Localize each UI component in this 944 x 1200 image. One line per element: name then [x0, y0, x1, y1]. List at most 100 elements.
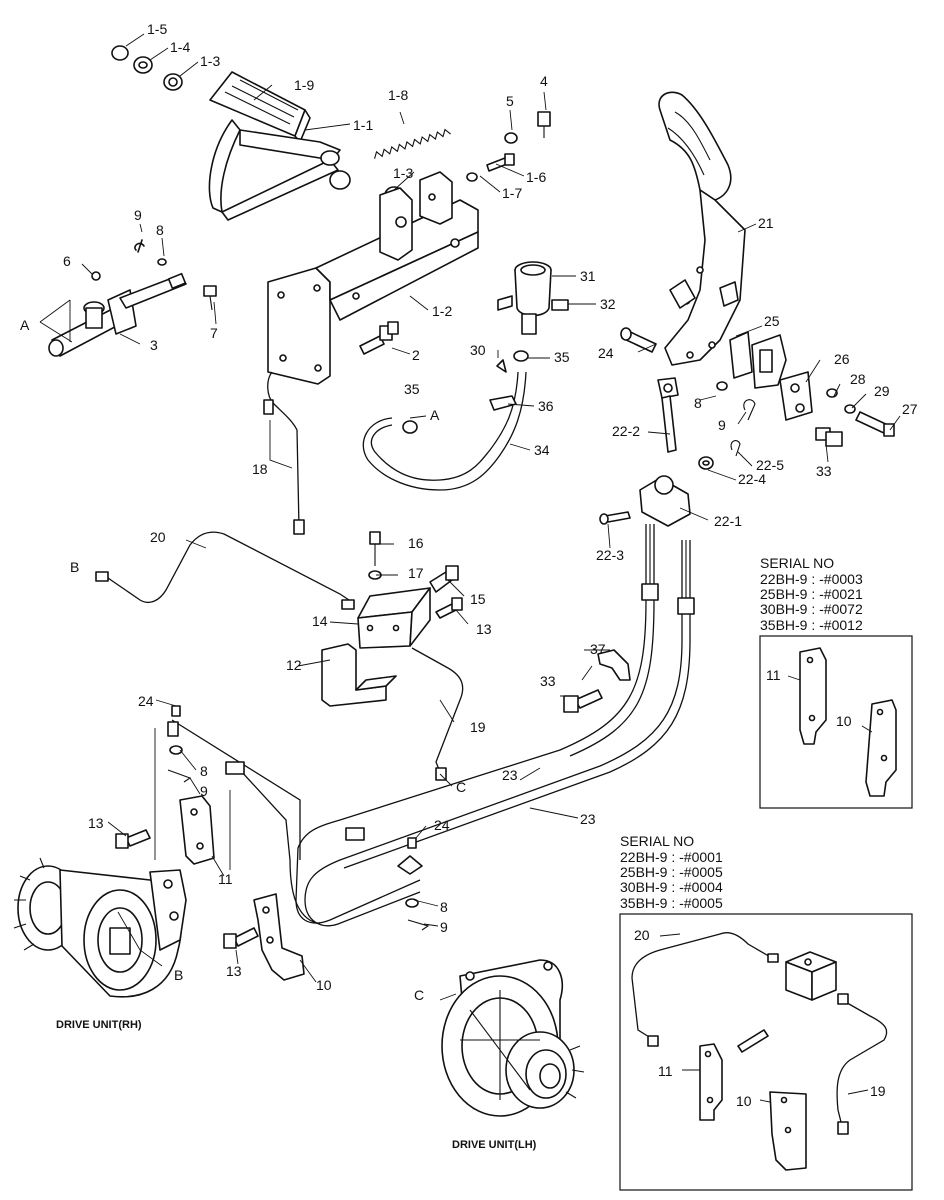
- label-13b: 13: [88, 815, 104, 831]
- caption-drive-lh: DRIVE UNIT(LH): [452, 1139, 537, 1151]
- bracket-10a: [253, 893, 305, 981]
- clamp-36: [489, 395, 517, 411]
- washer-8b: [716, 381, 728, 391]
- cable-fitting-b: [677, 597, 695, 615]
- label-7: 7: [210, 325, 218, 341]
- cable-end-rh: [225, 761, 245, 775]
- serial-line-b2: 25BH-9 : -#0005: [620, 864, 723, 880]
- label-1-4: 1-4: [170, 39, 190, 55]
- label-21: 21: [758, 215, 774, 231]
- label-1-3a: 1-3: [200, 53, 220, 69]
- serial-text-b: SERIAL NO 22BH-9 : -#0001 25BH-9 : -#000…: [620, 833, 723, 911]
- label-35a: 35: [554, 349, 570, 365]
- bolt-33b: [574, 689, 603, 709]
- label-24a: 24: [598, 345, 614, 361]
- cable-fitting-a: [641, 583, 659, 601]
- label-13a: 13: [476, 621, 492, 637]
- label-22-2: 22-2: [612, 423, 640, 439]
- label-26: 26: [834, 351, 850, 367]
- clamp-35a: [513, 350, 529, 362]
- bolt-13c: [233, 927, 259, 947]
- inset-bracket-10: [865, 699, 897, 797]
- label-B1: B: [70, 559, 79, 575]
- bolt-2: [359, 335, 385, 355]
- bolt-13b: [125, 829, 151, 847]
- fitting-18a: [263, 399, 274, 415]
- inset-serial-b: [619, 913, 913, 1191]
- pin-9b: [743, 399, 756, 421]
- label-33a: 33: [816, 463, 832, 479]
- cable-to-rh: [171, 719, 301, 860]
- drive-unit-lh: [441, 959, 585, 1117]
- brake-lines: [95, 371, 464, 781]
- caption-drive-rh: DRIVE UNIT(RH): [56, 1019, 142, 1031]
- label-28: 28: [850, 371, 866, 387]
- drive-unit-rh: [13, 857, 187, 998]
- label-9d: 9: [440, 919, 448, 935]
- pin-9d: [407, 919, 430, 931]
- label-A2: A: [430, 407, 440, 423]
- label-29: 29: [874, 383, 890, 399]
- label-33b: 33: [540, 673, 556, 689]
- label-10c: 10: [736, 1093, 752, 1109]
- pin-9c: [167, 769, 192, 783]
- bracket-37: [597, 649, 631, 681]
- label-14: 14: [312, 613, 328, 629]
- bolt-24c: [407, 837, 417, 849]
- serial-line-b3: 30BH-9 : -#0004: [620, 879, 723, 895]
- inset-bracket-11: [799, 647, 827, 745]
- bolt-24b: [171, 705, 181, 717]
- inset-tube-20: [631, 932, 773, 1041]
- nut-1-7: [466, 172, 478, 182]
- label-24b: 24: [138, 693, 154, 709]
- pin-22-3: [604, 511, 631, 523]
- label-11b: 11: [766, 667, 781, 683]
- serial-line-b1: 22BH-9 : -#0001: [620, 849, 723, 865]
- label-1-3b: 1-3: [393, 165, 413, 181]
- washer-8c: [169, 745, 183, 755]
- label-1-2: 1-2: [432, 303, 452, 319]
- cable-end-lh: [345, 827, 365, 841]
- fitting-20b: [341, 599, 355, 610]
- cable-23a: [295, 524, 647, 924]
- nut-6: [91, 271, 101, 281]
- label-22-5: 22-5: [756, 457, 784, 473]
- clamp-35b: [402, 420, 418, 434]
- leader-lines: [39, 33, 901, 1103]
- label-23b: 23: [580, 811, 596, 827]
- label-4: 4: [540, 73, 548, 89]
- label-34: 34: [534, 442, 550, 458]
- serial-heading-b: SERIAL NO: [620, 833, 694, 849]
- serial-line-a1: 22BH-9 : -#0003: [760, 571, 863, 587]
- label-10b: 10: [836, 713, 852, 729]
- label-37: 37: [590, 641, 606, 657]
- label-A1: A: [20, 317, 30, 333]
- label-18: 18: [252, 461, 268, 477]
- pin-9a: [134, 239, 145, 253]
- label-1-6: 1-6: [526, 169, 546, 185]
- label-3: 3: [150, 337, 158, 353]
- label-35b: 35: [404, 381, 420, 397]
- clip-left: [167, 721, 179, 737]
- bolt-4: [537, 111, 551, 127]
- label-B2: B: [174, 967, 183, 983]
- screw-30: [496, 359, 507, 373]
- lever-grip-21: [658, 91, 732, 201]
- brake-tube-20: [107, 531, 353, 604]
- reservoir-assembly: [362, 261, 569, 491]
- inset-serial-a: [759, 635, 913, 809]
- snap-ring-1-5: [111, 45, 129, 61]
- lever-arm-21: [664, 189, 746, 366]
- labels: 1-5 1-4 1-3 1-9 1-1 1-8 1-3 5 4 1-6 1-7 …: [20, 21, 918, 1109]
- label-11c: 11: [658, 1063, 673, 1079]
- label-30: 30: [470, 342, 486, 358]
- label-6: 6: [63, 253, 71, 269]
- switch-bracket-25: [729, 331, 753, 379]
- fitting-20a: [95, 571, 109, 582]
- label-20b: 20: [634, 927, 650, 943]
- serial-line-a2: 25BH-9 : -#0021: [760, 586, 863, 602]
- label-32: 32: [600, 296, 616, 312]
- label-15: 15: [470, 591, 486, 607]
